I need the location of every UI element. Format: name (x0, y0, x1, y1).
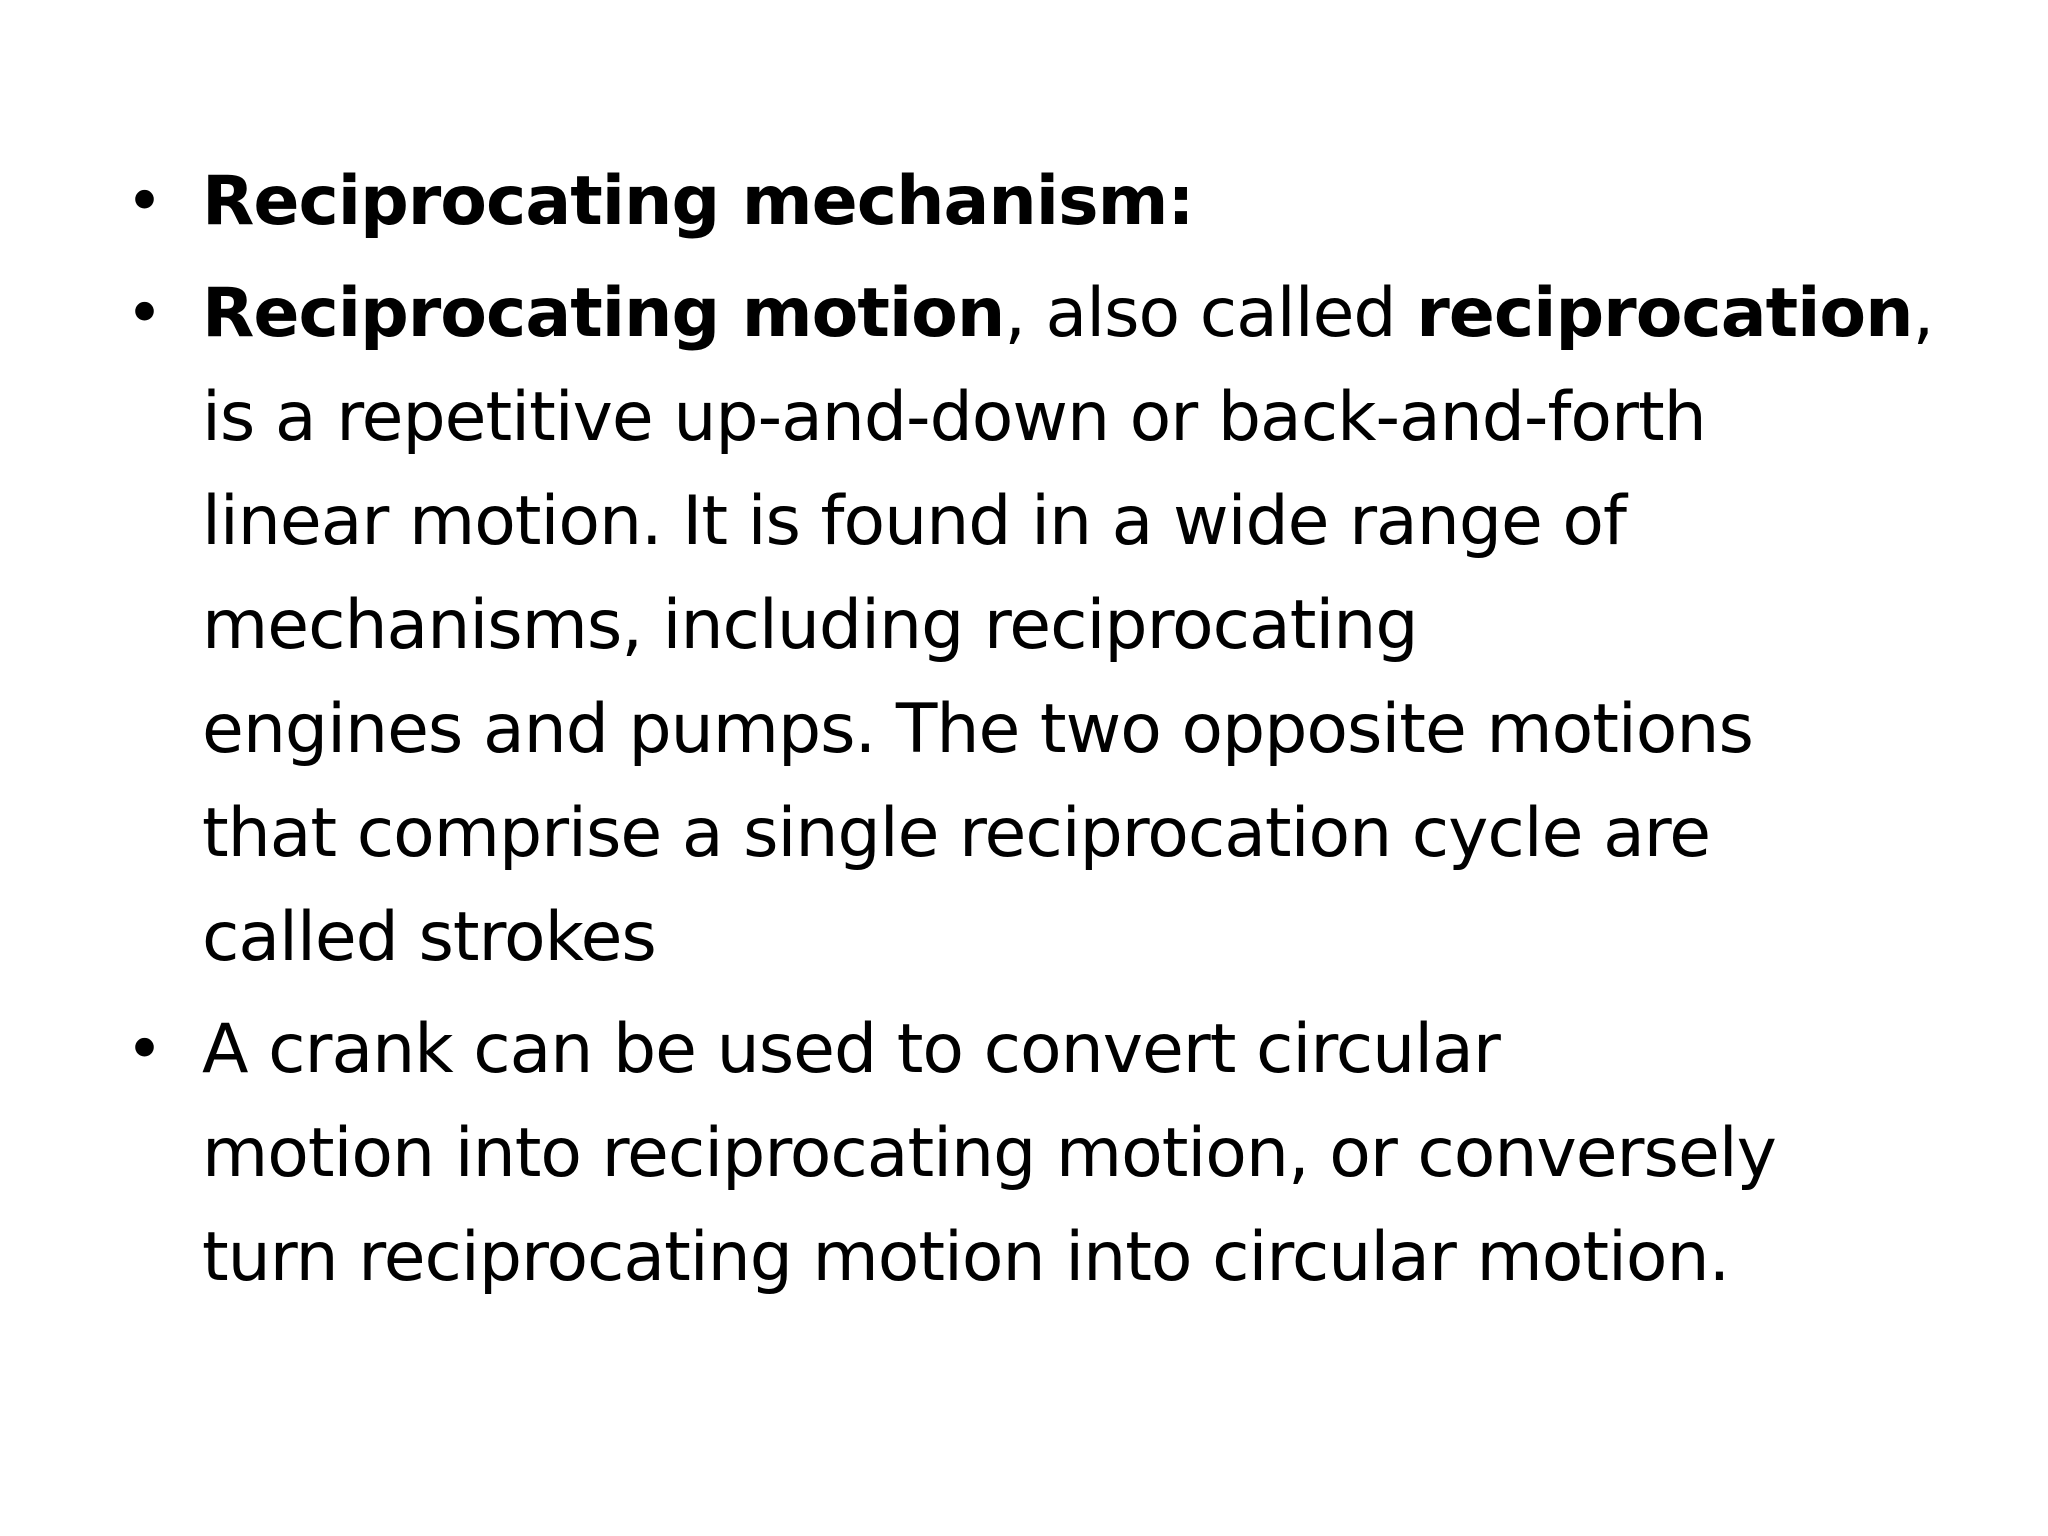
bullet-line: turn reciprocating motion into circular … (202, 1218, 1730, 1297)
bullet-line: Reciprocating mechanism: (202, 150, 1920, 254)
bullet-line: called strokes (202, 898, 657, 977)
bullet-line: A crank can be used to convert circular (202, 1010, 1501, 1089)
bullet-line: mechanisms, including reciprocating (202, 586, 1419, 665)
bullet-line: engines and pumps. The two opposite moti… (202, 690, 1754, 769)
bullet-list: • Reciprocating mechanism: • Reciprocati… (120, 150, 1935, 1310)
definition-text: , (1912, 274, 1935, 353)
bullet-item-definition: • Reciprocating motion, also called reci… (120, 262, 1935, 990)
bullet-line: motion into reciprocating motion, or con… (202, 1114, 1777, 1193)
bullet-marker: • (125, 277, 164, 351)
bullet-item-crank: • A crank can be used to convert circula… (120, 998, 1920, 1310)
bullet-line: linear motion. It is found in a wide ran… (202, 482, 1627, 561)
bullet-item-heading: • Reciprocating mechanism: (120, 150, 1920, 254)
bullet-marker: • (125, 1013, 164, 1087)
term-reciprocation: reciprocation (1416, 274, 1913, 353)
term-reciprocating-motion: Reciprocating motion (202, 274, 1005, 353)
bullet-marker: • (125, 165, 164, 239)
section-heading: Reciprocating mechanism: (202, 162, 1195, 241)
bullet-line: Reciprocating motion, also called recipr… (202, 262, 1934, 366)
bullet-line: that comprise a single reciprocation cyc… (202, 794, 1711, 873)
bullet-line: is a repetitive up-and-down or back-and-… (202, 378, 1707, 457)
slide-content: • Reciprocating mechanism: • Reciprocati… (120, 150, 1935, 1318)
definition-text: , also called (1004, 274, 1417, 353)
